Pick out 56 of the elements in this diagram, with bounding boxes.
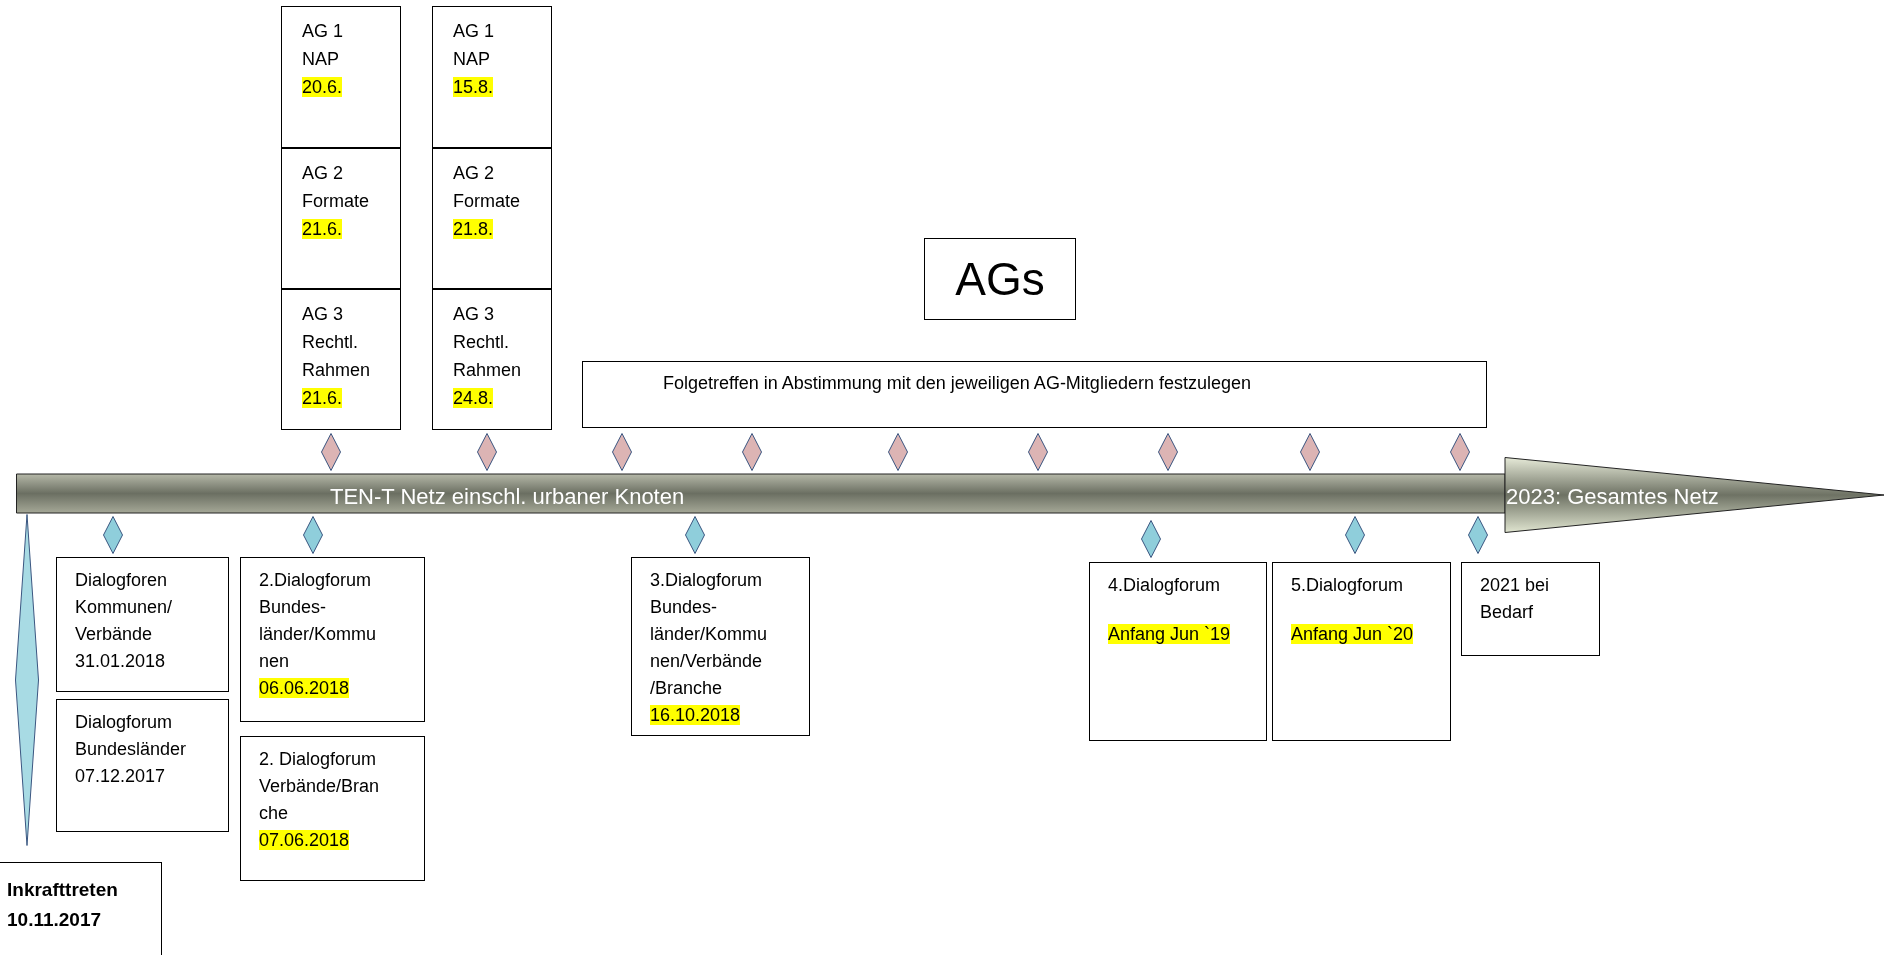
box-text: Rechtl. Rahmen xyxy=(453,332,522,380)
meeting-box xyxy=(432,6,552,148)
box-text: NAP xyxy=(302,49,339,69)
box-text: 2. Dialogforum Verbände/Bran che xyxy=(259,749,380,823)
meeting-box xyxy=(432,289,552,430)
box-text: Dialogforum Bundesländer xyxy=(75,712,187,759)
date-text: 24.8. xyxy=(453,388,494,408)
event-box xyxy=(1272,562,1451,741)
date-text: 16.10.2018 xyxy=(650,705,741,725)
box-text: Folgetreffen in Abstimmung mit den jeweiligen AG-Mitgliedern festzulegen xyxy=(663,373,1251,393)
box-text: Formate xyxy=(453,191,521,211)
date-text: 07.06.2018 xyxy=(259,830,350,850)
box-text: AG 2 xyxy=(453,163,495,183)
box-text: AG 2 xyxy=(302,163,344,183)
milestone-box xyxy=(0,862,162,955)
meeting-box xyxy=(281,148,401,289)
box-text: 5.Dialogforum xyxy=(1291,575,1404,595)
date-text: 21.6. xyxy=(302,219,343,239)
box-text: AG 1 xyxy=(302,21,344,41)
box-text: 4.Dialogforum xyxy=(1108,575,1221,595)
date-text: Anfang Jun `19 xyxy=(1108,624,1231,644)
date-text: 21.8. xyxy=(453,219,494,239)
event-box xyxy=(631,557,810,736)
meeting-box xyxy=(281,6,401,148)
date-text: Anfang Jun `20 xyxy=(1291,624,1414,644)
event-box xyxy=(240,557,425,722)
box-text: AG 3 xyxy=(302,304,344,324)
title-box xyxy=(924,238,1076,320)
date-text: 15.8. xyxy=(453,77,494,97)
event-box xyxy=(240,736,425,881)
box-text: 2021 bei Bedarf xyxy=(1480,575,1550,622)
date-text: 21.6. xyxy=(302,388,343,408)
tall-diamond-marker xyxy=(15,514,39,846)
event-box xyxy=(56,557,229,692)
event-box xyxy=(1089,562,1267,741)
box-text: AG 3 xyxy=(453,304,495,324)
date-text: 06.06.2018 xyxy=(259,678,350,698)
event-box xyxy=(1461,562,1600,656)
event-box xyxy=(56,699,229,832)
box-text: 3.Dialogforum Bundes- länder/Kommu nen/Verbände /Branche xyxy=(650,570,768,698)
timeline-label: TEN-T Netz einschl. urbaner Knoten xyxy=(330,483,685,511)
timeline-end-label: 2023: Gesamtes Netz xyxy=(1506,483,1719,511)
box-text: 31.01.2018 xyxy=(75,651,166,671)
box-text: Dialogforen Kommunen/ Verbände xyxy=(75,570,173,644)
meeting-box xyxy=(281,289,401,430)
box-text: Formate xyxy=(302,191,370,211)
date-text: 20.6. xyxy=(302,77,343,97)
box-text: NAP xyxy=(453,49,490,69)
box-text: 2.Dialogforum Bundes- länder/Kommu nen xyxy=(259,570,377,671)
box-text: AGs xyxy=(955,252,1045,305)
box-text: AG 1 xyxy=(453,21,495,41)
box-text: Rechtl. Rahmen xyxy=(302,332,371,380)
box-text: Inkrafttreten 10.11.2017 xyxy=(7,879,118,930)
note-box xyxy=(582,361,1487,428)
meeting-box xyxy=(432,148,552,289)
box-text: 07.12.2017 xyxy=(75,766,166,786)
